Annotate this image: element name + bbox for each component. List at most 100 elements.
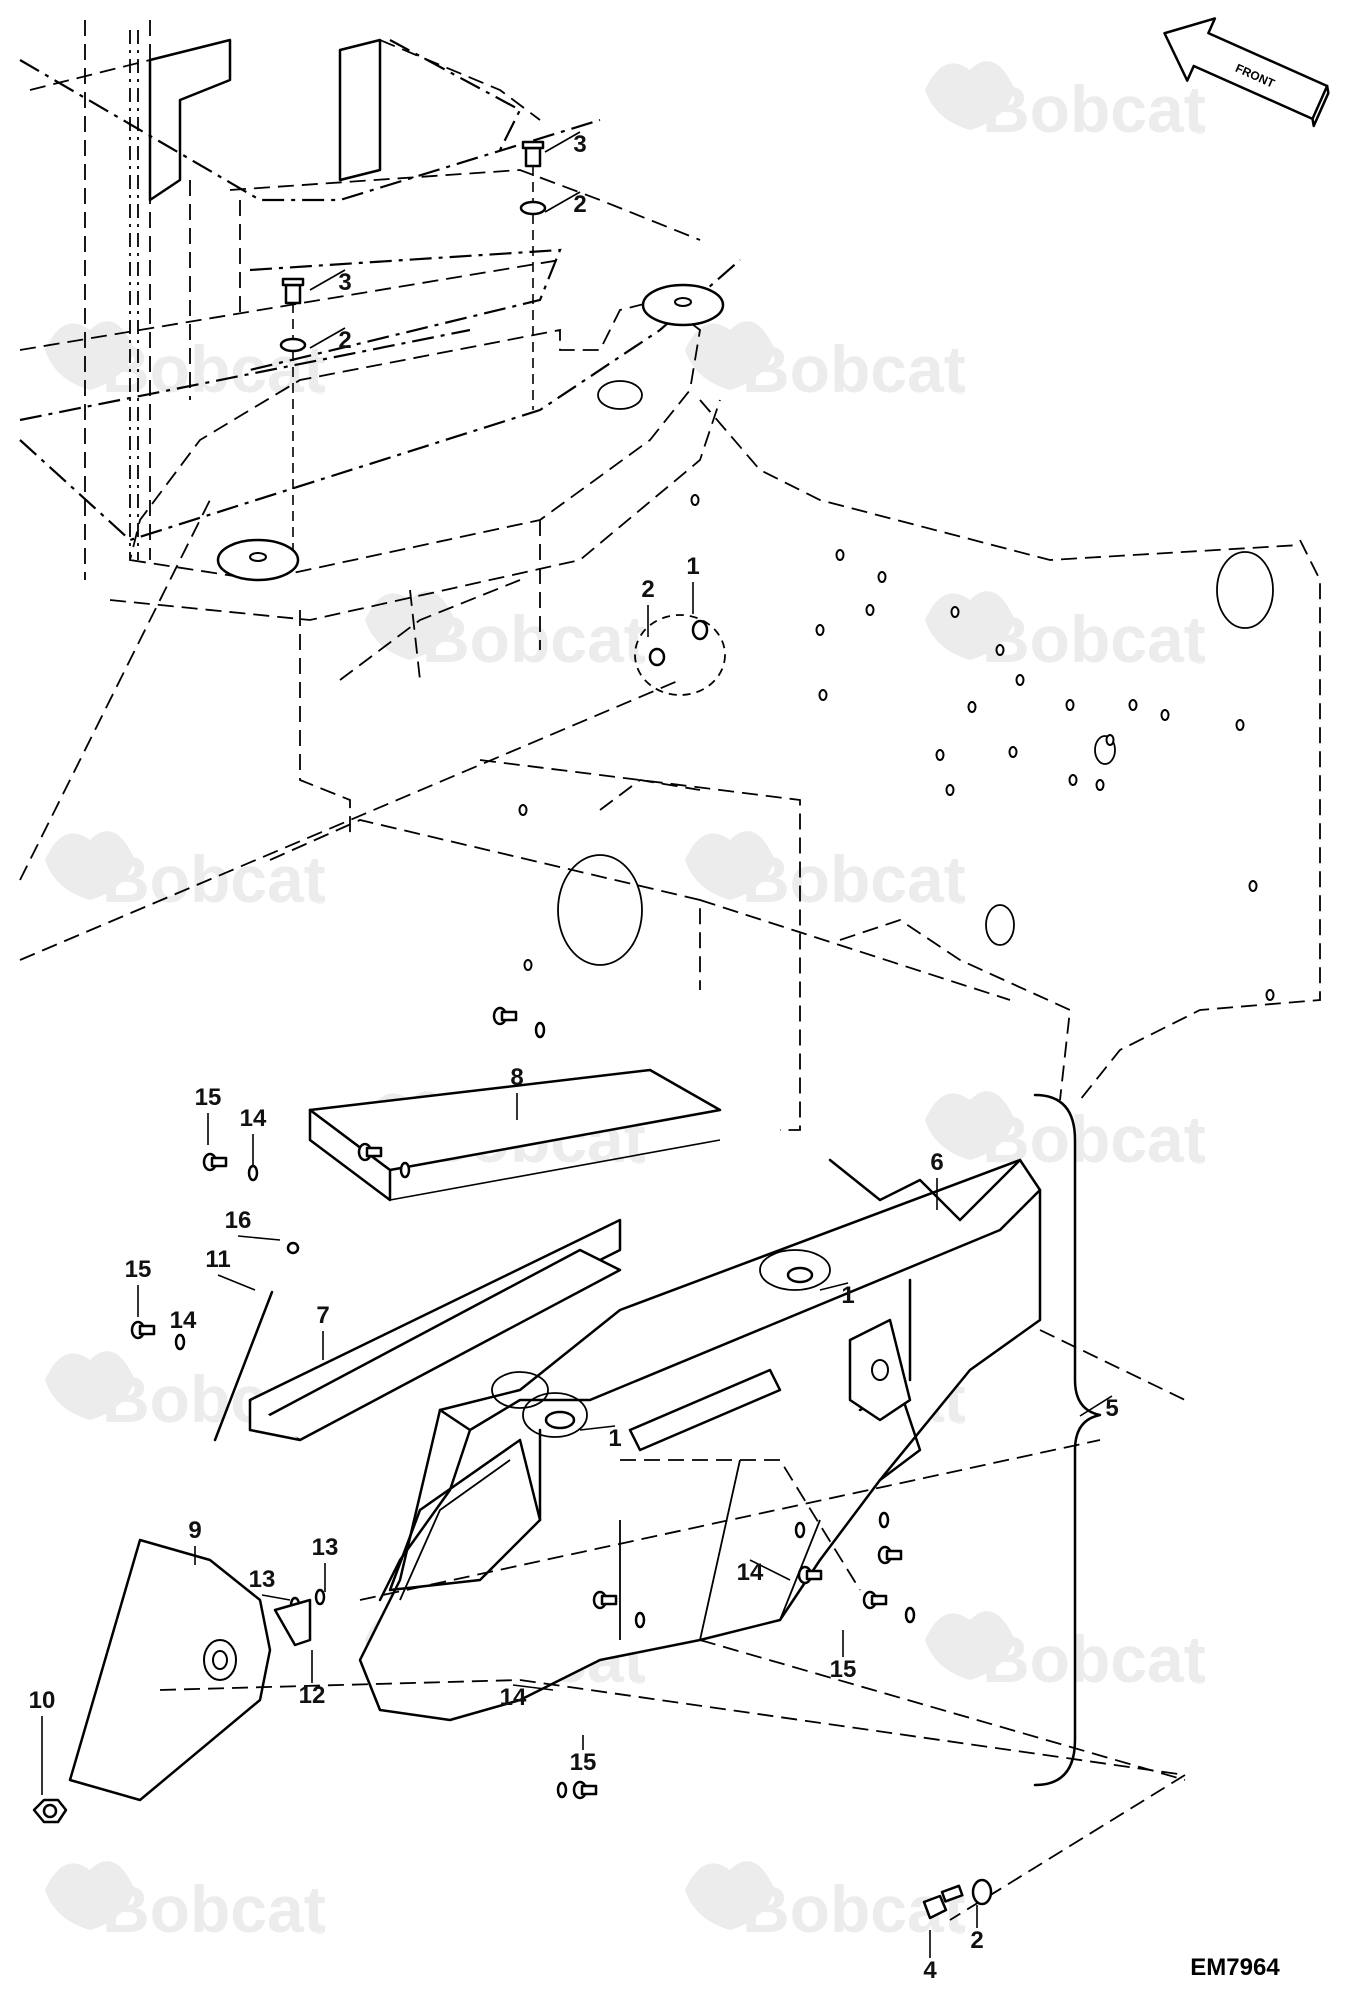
- cap-screw-icon: [202, 1152, 228, 1172]
- bobcat-logo-icon: [685, 831, 775, 900]
- rod-icon: [213, 1290, 274, 1442]
- callout: 14: [500, 1684, 554, 1711]
- cap-screw-icon: [357, 1142, 383, 1162]
- watermark-reg-mark: ®: [315, 891, 326, 907]
- callout-number: 3: [573, 131, 586, 158]
- callout-number: 13: [312, 1534, 339, 1561]
- callout-number: 1: [841, 1282, 854, 1309]
- mounting-hole: [818, 689, 828, 701]
- callout: 8: [510, 1064, 524, 1120]
- callout: 14: [737, 1559, 791, 1586]
- mounting-hole: [1160, 709, 1170, 721]
- callout: 15: [125, 1256, 151, 1317]
- washer-icon: [519, 200, 547, 216]
- callout: 14: [240, 1105, 267, 1165]
- bottom-fasteners: [922, 1878, 993, 1920]
- lower-dashed-lines: [159, 1329, 1186, 1921]
- mounting-hole: [935, 749, 945, 761]
- watermark-text: Bobcat: [102, 842, 326, 916]
- bobcat-logo-icon: [925, 1091, 1015, 1160]
- callout-number: 16: [225, 1207, 252, 1234]
- callout-number: 12: [299, 1682, 326, 1709]
- mounting-hole: [1095, 779, 1105, 791]
- drawing-reference: EM7964: [1190, 1954, 1280, 1981]
- watermark: Bobcat®: [925, 1091, 1206, 1176]
- top-fasteners: [279, 140, 726, 696]
- mounting-hole: [1015, 674, 1025, 686]
- upper-frame-phantom: [19, 20, 741, 580]
- washer-icon: [247, 1164, 259, 1182]
- watermark-text: Bobcat: [102, 1872, 326, 1946]
- callout-number: 2: [970, 1927, 983, 1954]
- callout-number: 2: [338, 327, 351, 354]
- bobcat-logo-icon: [685, 1861, 775, 1930]
- watermark-text: Bobcat: [982, 1622, 1206, 1696]
- watermark: Bobcat®: [45, 831, 326, 916]
- mounting-hole: [523, 959, 533, 971]
- cap-screw-icon: [922, 1884, 964, 1920]
- watermark-reg-mark: ®: [315, 381, 326, 397]
- callout-number: 4: [923, 1957, 937, 1984]
- callout-number: 10: [29, 1687, 56, 1714]
- plate-7: [248, 1218, 622, 1442]
- watermark-reg-mark: ®: [955, 1921, 966, 1937]
- mounting-hole: [1265, 989, 1275, 1001]
- callout-number: 1: [608, 1425, 621, 1452]
- bobcat-logo-icon: [45, 831, 135, 900]
- mounting-hole: [1128, 699, 1138, 711]
- callout: 11: [205, 1246, 256, 1291]
- watermark: Bobcat®: [925, 591, 1206, 676]
- callout-number: 6: [930, 1149, 943, 1176]
- clip-icon: [273, 1598, 312, 1647]
- mounting-pads: [216, 283, 725, 582]
- watermark-text: Bobcat: [982, 602, 1206, 676]
- bobcat-logo-icon: [925, 61, 1015, 130]
- callout: 3: [544, 131, 587, 158]
- bracket: [848, 1318, 912, 1422]
- brace-5: [1033, 1093, 1102, 1787]
- cap-screw-icon: [592, 1590, 618, 1610]
- washer-icon: [314, 1588, 326, 1606]
- bobcat-logo-icon: [925, 1611, 1015, 1680]
- callout: 4: [923, 1930, 937, 1984]
- bobcat-logo-icon: [45, 321, 135, 390]
- callout: 5: [1079, 1395, 1119, 1422]
- mounting-hole: [1235, 719, 1245, 731]
- cap-screw-icon: [572, 1780, 598, 1800]
- callout-number: 15: [830, 1656, 857, 1683]
- mounting-hole: [1068, 774, 1078, 786]
- callout-number: 14: [500, 1684, 527, 1711]
- callout-number: 13: [249, 1566, 276, 1593]
- cover-6: [358, 1158, 1042, 1722]
- callout-number: 5: [1105, 1395, 1118, 1422]
- bobcat-watermarks: Bobcat®Bobcat®Bobcat®Bobcat®Bobcat®Bobca…: [45, 61, 1206, 1946]
- callout: 9: [188, 1517, 202, 1565]
- washer-icon: [634, 1611, 646, 1629]
- front-arrow: FRONT: [1163, 17, 1330, 128]
- washer-icon: [279, 337, 307, 353]
- washer-icon: [971, 1878, 993, 1906]
- bobcat-logo-icon: [45, 1861, 135, 1930]
- callout: 13: [312, 1534, 339, 1592]
- watermark-reg-mark: ®: [1195, 651, 1206, 667]
- watermark: Bobcat®: [45, 321, 326, 406]
- callout: 16: [225, 1207, 281, 1241]
- mounting-hole: [877, 571, 887, 583]
- callout: 15: [195, 1084, 221, 1145]
- watermark-text: Bobcat: [982, 72, 1206, 146]
- callout-number: 14: [737, 1559, 764, 1586]
- watermark-reg-mark: ®: [1195, 121, 1206, 137]
- washer-icon: [794, 1521, 806, 1539]
- watermark-reg-mark: ®: [955, 1411, 966, 1427]
- washer-icon: [399, 1161, 411, 1179]
- mounting-hole: [995, 644, 1005, 656]
- watermark: Bobcat®: [925, 61, 1206, 146]
- cap-screw-icon: [130, 1320, 156, 1340]
- cap-screw-icon: [281, 277, 305, 550]
- watermark-reg-mark: ®: [635, 1151, 646, 1167]
- callout-number: 1: [686, 553, 699, 580]
- watermark: Bobcat®: [45, 1861, 326, 1946]
- washer-icon: [556, 1781, 568, 1799]
